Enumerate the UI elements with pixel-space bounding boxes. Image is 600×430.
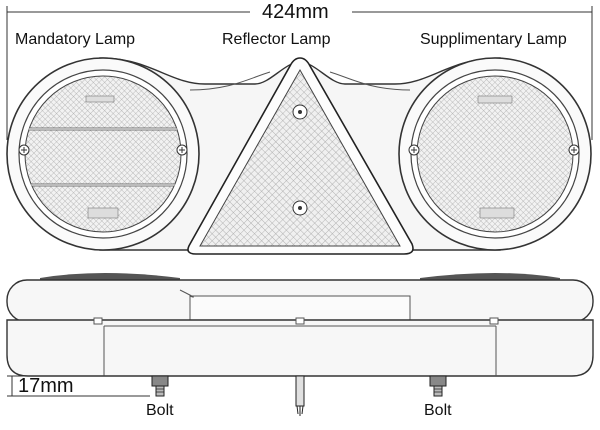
bolt-left-label: Bolt	[146, 402, 174, 419]
side-view	[6, 273, 594, 416]
reflector-lamp-label: Reflector Lamp	[222, 31, 331, 48]
supplementary-lamp	[398, 57, 592, 251]
reflector-lamp	[187, 57, 414, 255]
bolt-left	[151, 375, 169, 397]
supplementary-lamp-label: Supplimentary Lamp	[420, 31, 567, 48]
width-dimension-label: 424mm	[262, 1, 329, 23]
height-dimension-label: 17mm	[18, 375, 74, 397]
mandatory-lamp	[6, 57, 200, 251]
bolt-right	[429, 375, 447, 397]
height-dimension	[7, 375, 150, 397]
width-dimension	[6, 6, 593, 140]
top-view	[6, 57, 592, 255]
mandatory-lamp-label: Mandatory Lamp	[15, 31, 136, 48]
cable	[295, 375, 305, 416]
side-body-lower	[6, 319, 594, 377]
bolt-right-label: Bolt	[424, 402, 452, 419]
